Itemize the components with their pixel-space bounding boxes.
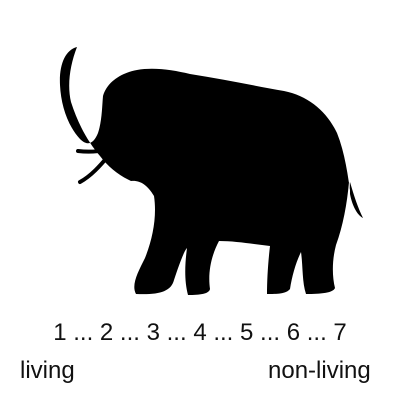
scale-point-2[interactable]: 2 <box>99 319 114 346</box>
scale-point-5[interactable]: 5 <box>240 319 254 346</box>
scale-point-6[interactable]: 6 <box>286 319 301 346</box>
elephant-silhouette-icon <box>59 47 363 295</box>
scale-point-3[interactable]: 3 <box>146 319 160 346</box>
elephant-tusk-right <box>76 142 125 154</box>
scale-separator: ... <box>206 319 241 346</box>
scale-separator: ... <box>159 319 194 346</box>
elephant-body-path <box>59 47 363 295</box>
scale-separator: ... <box>66 319 100 346</box>
scale-point-4[interactable]: 4 <box>193 319 207 346</box>
rating-scale: 1 ... 2 ... 3 ... 4 ... 5 ... 6 ... 7 <box>0 318 400 348</box>
scale-separator: ... <box>113 319 147 346</box>
scale-point-1[interactable]: 1 <box>53 319 67 346</box>
scale-separator: ... <box>300 319 334 346</box>
left-anchor-label: living <box>20 357 75 384</box>
elephant-tail-tip <box>350 182 363 218</box>
scale-separator: ... <box>253 319 287 346</box>
scale-point-7[interactable]: 7 <box>333 319 347 346</box>
right-anchor-label: non-living <box>268 357 371 384</box>
elephant-tusk-left <box>78 152 112 184</box>
